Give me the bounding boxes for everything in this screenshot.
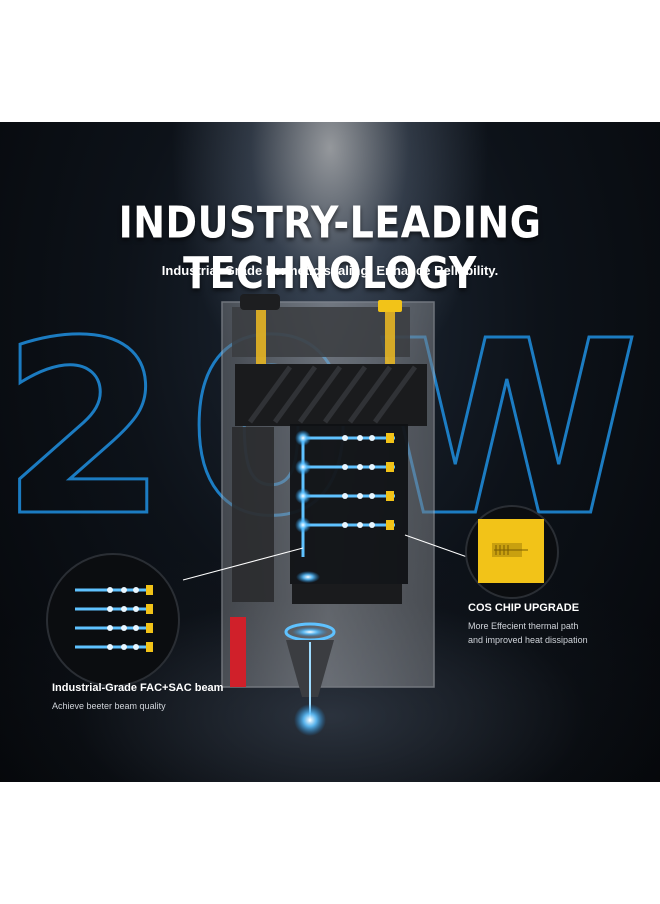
hero-panel: 20W: [0, 122, 660, 782]
cos-chip-title: COS CHIP UPGRADE: [468, 602, 580, 614]
headline: INDUSTRY-LEADING TECHNOLOGY: [118, 197, 542, 299]
beam-description: Achieve beeter beam quality: [52, 701, 166, 711]
laser-module-illustration: [46, 294, 559, 736]
beam-title: Industrial-Grade FAC+SAC beam: [52, 682, 224, 694]
beam-zoom-circle: [46, 553, 180, 687]
subheadline: Industrial-Grade hermetic sealing: Enhan…: [161, 263, 499, 278]
cos-chip-description: More Effecient thermal path and improved…: [468, 619, 588, 647]
cos-chip-line2: and improved heat dissipation: [468, 635, 588, 645]
cos-chip-line1: More Effecient thermal path: [468, 621, 579, 631]
